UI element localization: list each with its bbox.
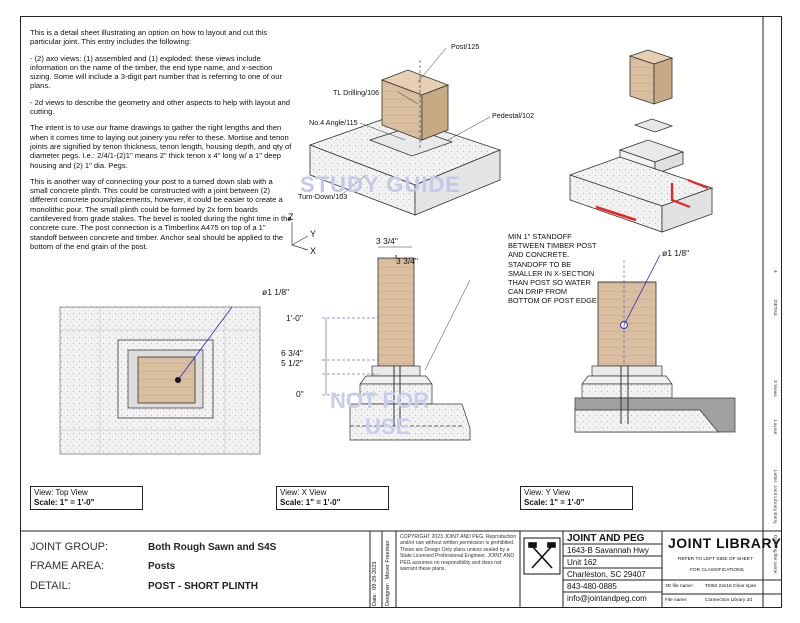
- intro-text: This is a detail sheet illustrating an o…: [30, 28, 292, 258]
- date-label: Date: 09-29-2023: [372, 562, 378, 606]
- detail-label: DETAIL:: [30, 580, 71, 592]
- y-view-drawing: [574, 254, 736, 433]
- exploded-axo-view: [568, 49, 714, 233]
- intro-paragraph-4: The intent is to use our frame drawings …: [30, 123, 292, 170]
- dim-height-zero: 0": [296, 389, 304, 399]
- axis-y-label: Y: [310, 229, 317, 239]
- view-label-y-name: View: Y View: [524, 488, 571, 497]
- dim-width-1: 3 3/4": [376, 236, 398, 246]
- company-name: JOINT AND PEG: [567, 533, 645, 544]
- dim-diameter-y-view: ø1 1/8": [662, 248, 690, 258]
- dim-height-1ft: 1'-0": [286, 313, 303, 323]
- view-label-y-scale: Scale: 1" = 1'-0": [524, 498, 585, 507]
- x-view-drawing: [322, 246, 471, 441]
- classifications-text: FOR CLASSIFICATIONS: [690, 568, 744, 573]
- watermark-not-for: NOT FOR: [330, 388, 429, 413]
- file-3d-label: 3D file name:: [665, 584, 694, 589]
- detail-value: POST - SHORT PLINTH: [148, 581, 258, 592]
- title-block-lines: [20, 16, 782, 608]
- axis-z-label: Z: [288, 212, 294, 222]
- side-drawing-file-text: Drawing file name:: [772, 535, 777, 575]
- intro-paragraph-5: This is another way of connecting your p…: [30, 176, 292, 251]
- company-address-1: 1643-B Savannah Hwy: [567, 546, 649, 555]
- top-view-drawing: [59, 306, 261, 455]
- joint-group-value: Both Rough Sawn and S4S: [148, 542, 277, 553]
- intro-paragraph-3: - 2d views to describe the geometry and …: [30, 97, 291, 117]
- company-address-2: Unit 162: [567, 558, 597, 567]
- side-detail-text: DETAIL: [772, 300, 777, 317]
- view-label-y: View: Y View Scale: 1" = 1'-0": [520, 486, 633, 510]
- view-label-top-scale: Scale: 1" = 1'-0": [34, 498, 95, 507]
- view-label-top: View: Top View Scale: 1" = 1'-0": [30, 486, 143, 510]
- side-sheet-number: 4: [772, 270, 777, 273]
- refer-text: REFER TO LEFT SIDE OF SHEET: [678, 557, 753, 562]
- company-address-3: Charleston, SC 29407: [567, 570, 646, 579]
- view-label-x-name: View: X View: [280, 488, 327, 497]
- joint-group-label: JOINT GROUP:: [30, 541, 109, 553]
- joint-library-title: JOINT LIBRARY: [668, 535, 782, 551]
- company-phone: 843-480-0885: [567, 582, 617, 591]
- side-entry-text: Letter: Joint Library Entry: [772, 470, 777, 524]
- callout-no4-angle: No.4 Angle/115: [309, 118, 358, 127]
- side-views-text: 3 Views: [772, 380, 777, 397]
- designer-value: Mever Freeman: [385, 540, 391, 580]
- file-3d-value: TI050 24x16 Clear span: [705, 584, 757, 589]
- file-name-label: File name:: [665, 598, 688, 603]
- standoff-note: MIN 1" STANDOFF BETWEEN TIMBER POST AND …: [508, 232, 599, 306]
- dim-width-2: 3 3/4": [396, 256, 418, 266]
- copyright-text: COPYRIGHT 2023 JOINT AND PEG. Reproducti…: [400, 534, 517, 573]
- watermark-use: USE: [365, 414, 411, 439]
- view-label-x: View: X View Scale: 1" = 1'-0": [276, 486, 389, 510]
- dim-diameter-top-view: ø1 1/8": [262, 287, 290, 297]
- callout-post: Post/125: [451, 42, 480, 51]
- dim-height-6-3-4: 6 3/4": [281, 348, 303, 358]
- frame-area-label: FRAME AREA:: [30, 560, 104, 572]
- axis-triad: [291, 222, 309, 251]
- callout-pedestal: Pedestal/102: [492, 111, 534, 120]
- company-email[interactable]: info@jointandpeg.com: [567, 594, 647, 603]
- watermark-study-guide: STUDY GUIDE: [300, 172, 461, 197]
- drawing-sheet-border: [20, 16, 782, 608]
- file-name-value: Connection Library 2d: [705, 598, 752, 603]
- callout-turn-down: Turn-Down/103: [298, 192, 348, 201]
- intro-paragraph-2: - (2) axo views: (1) assembled and (1) e…: [30, 53, 282, 91]
- dim-height-5-1-2: 5 1/2": [281, 358, 303, 368]
- callout-tl-drilling: TL Drilling/106: [333, 88, 380, 97]
- designer-label: Designer: Mever Freeman: [385, 541, 391, 606]
- view-label-x-scale: Scale: 1" = 1'-0": [280, 498, 341, 507]
- joint-and-peg-logo-icon: [523, 537, 561, 575]
- intro-paragraph-1: This is a detail sheet illustrating an o…: [30, 28, 268, 47]
- date-label-text: Date:: [372, 592, 378, 606]
- designer-label-text: Designer:: [385, 582, 391, 606]
- frame-area-value: Posts: [148, 561, 176, 572]
- view-label-top-name: View: Top View: [34, 488, 88, 497]
- axis-x-label: X: [310, 246, 317, 256]
- side-layout-text: Layout: [772, 420, 777, 435]
- assembled-axo-view: [308, 60, 502, 216]
- date-value: 09-29-2023: [372, 561, 378, 590]
